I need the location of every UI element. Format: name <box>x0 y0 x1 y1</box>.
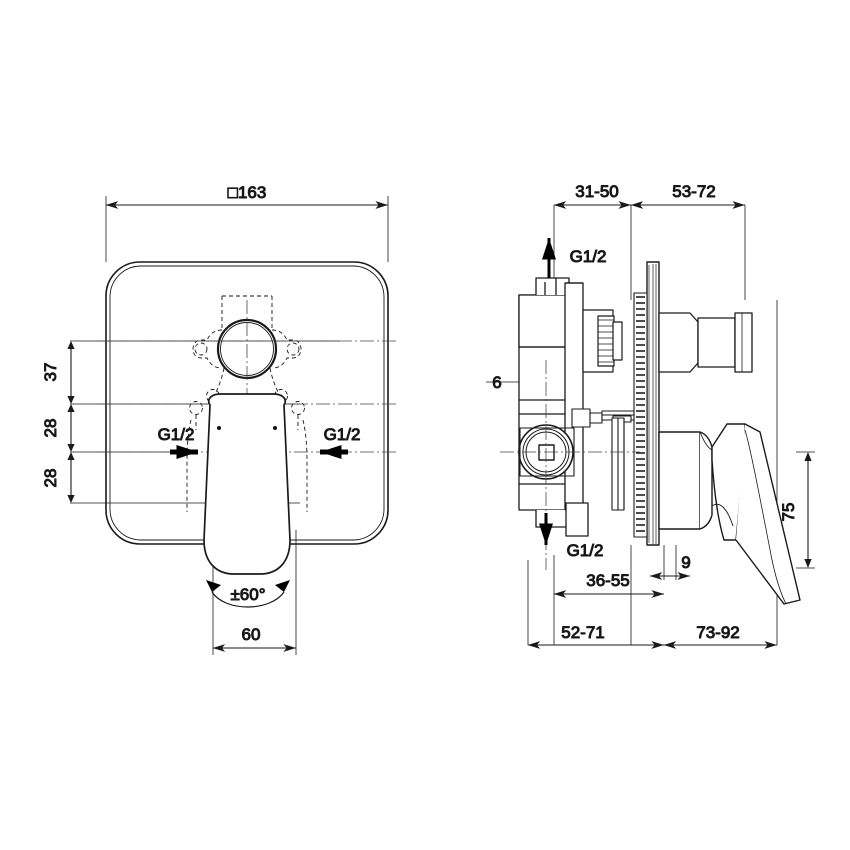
dim-36-55: 36-55 <box>553 571 664 598</box>
side-view: 31-50 53-72 6 9 36-55 52-71 73-92 <box>486 182 815 649</box>
dim-73-92-label: 73-92 <box>696 623 739 642</box>
diverter-linkage <box>571 408 635 511</box>
dim-28b-label: 28 <box>41 469 60 488</box>
dim-overall-width-163: □163 <box>105 183 388 209</box>
dim-vertical-stack <box>67 341 75 503</box>
side-port-bottom: G1/2 <box>539 513 604 561</box>
side-port-top: G1/2 <box>542 238 607 278</box>
dim-overall-width-label: □163 <box>228 183 267 202</box>
dim-lever-width-label: 60 <box>242 625 261 644</box>
dim-53-72-label: 53-72 <box>672 182 715 201</box>
swivel-angle-label: ±60° <box>230 585 265 604</box>
dim-37-label: 37 <box>41 363 60 382</box>
dim-top-segments: 31-50 53-72 <box>553 182 745 209</box>
front-port-right-label: G1/2 <box>324 425 361 444</box>
side-port-bottom-label: G1/2 <box>567 541 604 560</box>
lever-handle-front <box>203 393 291 575</box>
dim-36-55-label: 36-55 <box>586 571 629 590</box>
dim-bottom-segments: 52-71 73-92 <box>527 623 777 649</box>
dim-9-label: 9 <box>681 553 690 572</box>
lever-screw-right <box>273 426 277 430</box>
diverter-knob <box>658 312 753 373</box>
dim-28a-label: 28 <box>41 419 60 438</box>
dim-52-71-label: 52-71 <box>561 623 604 642</box>
lever-handle-side <box>658 423 801 605</box>
front-view: □163 37 28 28 <box>41 183 398 655</box>
front-port-right: G1/2 <box>320 425 361 459</box>
side-centre-lines <box>500 360 640 570</box>
dim-lever-width-60: 60 <box>212 625 296 652</box>
front-port-left: G1/2 <box>157 425 198 459</box>
dim-6-label: 6 <box>492 373 501 392</box>
front-port-left-label: G1/2 <box>158 425 195 444</box>
rough-in-body <box>518 277 589 537</box>
swivel-arc: ±60° <box>206 580 290 608</box>
dim-75-label: 75 <box>779 503 798 522</box>
dim-75: 75 <box>779 452 812 568</box>
dim-9: 9 <box>649 553 691 580</box>
cartridge-stack <box>582 309 623 373</box>
dim-31-50-label: 31-50 <box>575 182 618 201</box>
escutcheon-plate <box>633 261 660 546</box>
lever-screw-left <box>217 426 221 430</box>
side-port-top-label: G1/2 <box>570 247 607 266</box>
